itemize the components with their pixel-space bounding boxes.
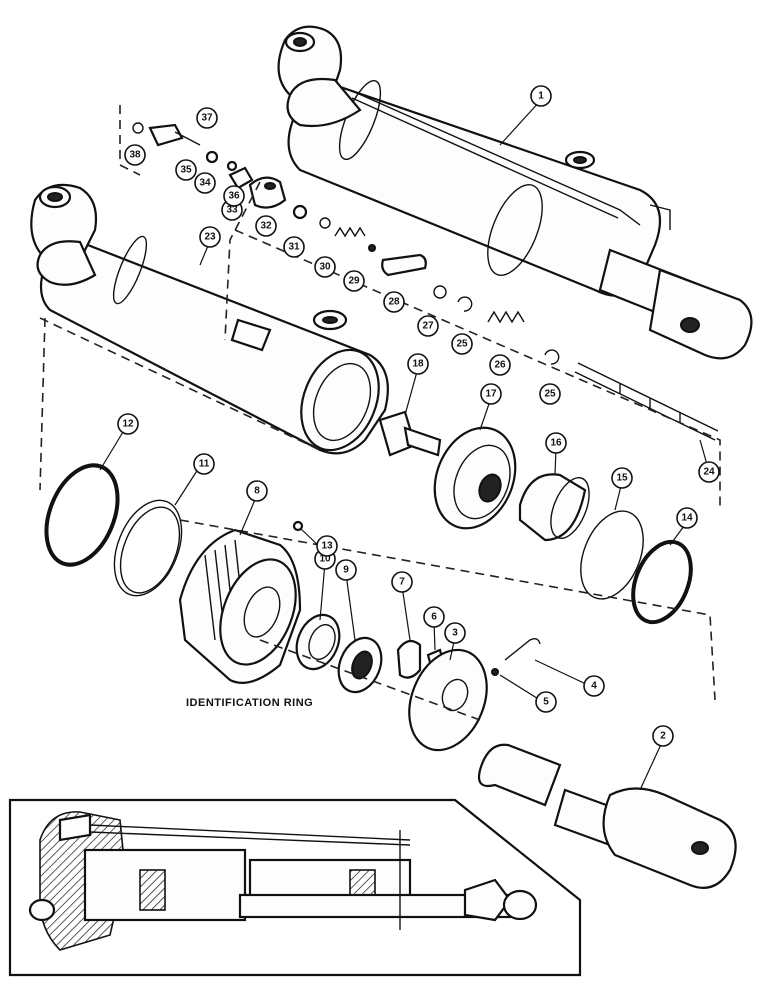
svg-text:12: 12 (122, 419, 134, 430)
callout-24: 24 (698, 461, 720, 483)
svg-text:15: 15 (616, 473, 628, 484)
svg-text:9: 9 (343, 565, 349, 576)
svg-text:33: 33 (226, 205, 238, 216)
rod-sections (574, 362, 719, 441)
callout-36: 36 (223, 185, 245, 207)
callout-12: 12 (117, 413, 139, 435)
callout-15: 15 (611, 467, 633, 489)
assembled-cylinder (277, 25, 753, 360)
callout-34: 34 (194, 172, 216, 194)
svg-text:25: 25 (456, 339, 468, 350)
inset-cross-section (8, 798, 582, 977)
callout-28: 28 (383, 291, 405, 313)
callout-38: 38 (124, 144, 146, 166)
callout-32: 32 (255, 215, 277, 237)
callout-18: 18 (407, 353, 429, 375)
svg-text:31: 31 (288, 242, 300, 253)
svg-text:28: 28 (388, 297, 400, 308)
callout-25a: 25 (451, 333, 473, 355)
callout-4: 4 (583, 675, 605, 697)
callout-23: 23 (199, 226, 221, 248)
svg-text:14: 14 (681, 513, 693, 524)
callout-29: 29 (343, 270, 365, 292)
svg-text:26: 26 (494, 360, 506, 371)
callout-14: 14 (676, 507, 698, 529)
svg-text:13: 13 (321, 541, 333, 552)
svg-text:16: 16 (550, 438, 562, 449)
svg-text:25: 25 (544, 389, 556, 400)
callout-35: 35 (175, 159, 197, 181)
svg-text:6: 6 (431, 612, 437, 623)
svg-text:27: 27 (422, 321, 434, 332)
svg-text:35: 35 (180, 165, 192, 176)
callout-6: 6 (423, 606, 445, 628)
callout-16: 16 (545, 432, 567, 454)
callout-25b: 25 (539, 383, 561, 405)
svg-text:10: 10 (319, 554, 331, 565)
valve-small-parts (132, 122, 560, 365)
svg-text:23: 23 (204, 232, 216, 243)
svg-text:30: 30 (319, 262, 331, 273)
svg-text:4: 4 (591, 681, 597, 692)
svg-text:37: 37 (201, 113, 213, 124)
callout-37: 37 (196, 107, 218, 129)
svg-text:18: 18 (412, 359, 424, 370)
svg-text:8: 8 (254, 486, 260, 497)
svg-text:24: 24 (703, 467, 715, 478)
assembly-dashed-lines (39, 105, 721, 721)
callout-27: 27 (417, 315, 439, 337)
exploded-barrel (30, 183, 389, 455)
callout-26: 26 (489, 354, 511, 376)
svg-text:32: 32 (260, 221, 272, 232)
callout-17: 17 (480, 383, 502, 405)
svg-text:34: 34 (199, 178, 211, 189)
svg-text:1: 1 (538, 91, 544, 102)
svg-text:17: 17 (485, 389, 497, 400)
callout-31: 31 (283, 236, 305, 258)
callout-5: 5 (535, 691, 557, 713)
callout-8: 8 (246, 480, 268, 502)
svg-text:5: 5 (543, 697, 549, 708)
svg-text:7: 7 (399, 577, 405, 588)
callout-1: 1 (530, 85, 552, 107)
callout-13: 13 (316, 535, 338, 557)
svg-text:3: 3 (452, 628, 458, 639)
callout-11: 11 (193, 453, 215, 475)
callout-3: 3 (444, 622, 466, 644)
svg-text:29: 29 (348, 276, 360, 287)
callout-7: 7 (391, 571, 413, 593)
svg-text:2: 2 (660, 731, 666, 742)
svg-text:11: 11 (199, 459, 210, 470)
callout-2: 2 (652, 725, 674, 747)
callout-30: 30 (314, 256, 336, 278)
piston-gland-parts (44, 410, 737, 889)
svg-text:38: 38 (129, 150, 141, 161)
svg-text:36: 36 (228, 191, 240, 202)
callout-9: 9 (335, 559, 357, 581)
identification-ring-caption: IDENTIFICATION RING (186, 697, 313, 709)
